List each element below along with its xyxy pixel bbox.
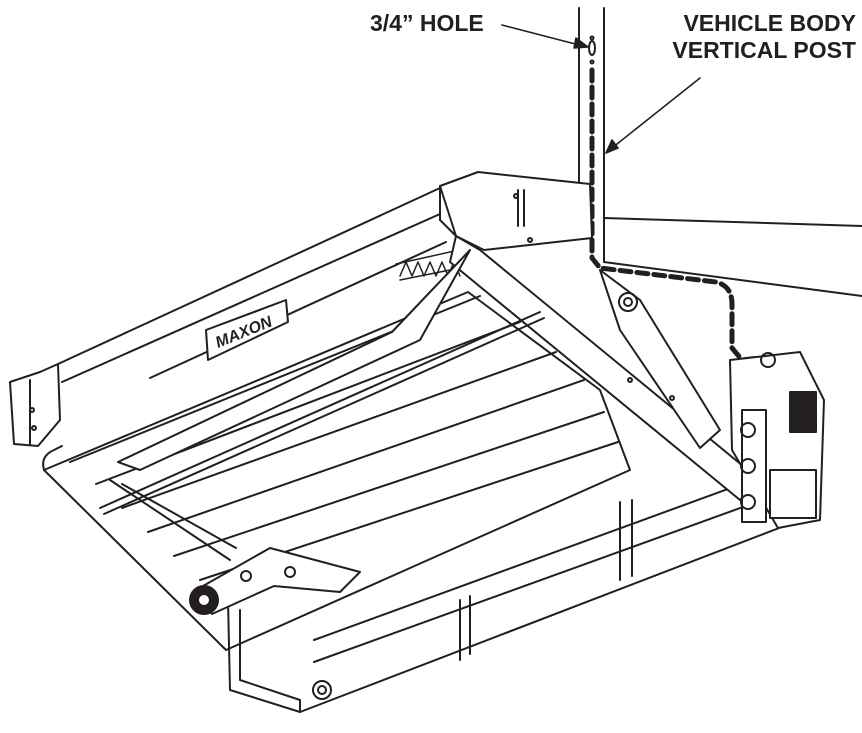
post-callout-line-2: VERTICAL POST [672,37,856,63]
linkage-bars [99,311,545,561]
pump-assembly [729,351,825,529]
vehicle-body-edge [603,217,862,297]
hinge-linkage [189,547,361,615]
brand-plate: MAXON [205,299,289,361]
post-arrowhead [605,139,619,154]
hole-leader-line [501,24,584,47]
hydraulic-line-route [589,67,763,363]
three-quarter-hole [588,40,596,56]
post-leader-line [611,77,701,149]
vertical-post [578,7,605,263]
callout-leaders [501,24,701,154]
post-callout-label: VEHICLE BODY VERTICAL POST [672,10,856,64]
post-callout-line-1: VEHICLE BODY [683,10,856,36]
hole-arrowhead [573,37,589,49]
lift-arms [117,235,761,501]
mount-frame [57,171,593,383]
hole-callout-label: 3/4” HOLE [370,10,484,36]
platform-deck [42,291,631,651]
left-end-bracket [9,363,61,447]
